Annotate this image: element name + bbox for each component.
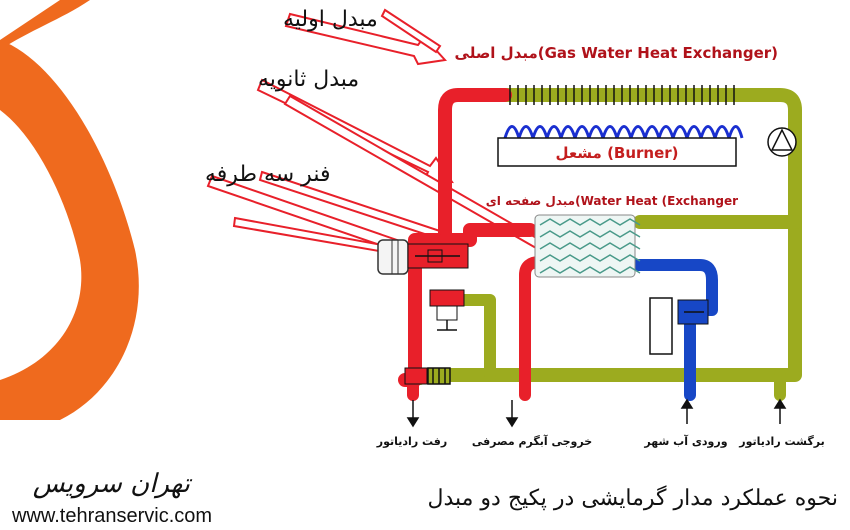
port-label-hot-water-out: خروجی آبگرم مصرفی	[472, 434, 592, 448]
flow-switch	[649, 297, 709, 355]
burner-flames	[503, 125, 744, 144]
decorative-orange-shape	[0, 0, 139, 420]
burner-label: مشعل (Burner)	[555, 144, 678, 162]
callout-arrows	[206, 8, 542, 270]
brand-name: تهران سرویس	[33, 469, 193, 499]
pump-icon	[767, 127, 797, 157]
diagram-caption: نحوه عملکرد مدار گرمایشی در پکیج دو مبدل	[427, 485, 838, 511]
callout-secondary: مبدل ثانویه	[258, 67, 359, 92]
callout-primary: مبدل اولیه	[283, 7, 378, 32]
callout-three-way: فنر سه طرفه	[205, 162, 330, 187]
cold-pipe	[626, 259, 718, 401]
pipe-network	[398, 88, 802, 401]
port-arrows	[406, 398, 787, 428]
main-exchanger-label: مبدل اصلی(Gas Water Heat Exchanger)	[455, 44, 778, 62]
plate-exchanger-label: مبدل صفحه ای(Water Heat (Exchanger	[486, 194, 738, 208]
burner-box	[497, 137, 737, 167]
connector-block	[404, 367, 428, 385]
pressure-valve	[429, 289, 465, 331]
plate-heat-exchanger	[534, 214, 641, 278]
spring-icon	[427, 367, 451, 385]
three-way-valve	[377, 239, 469, 275]
main-heat-exchanger-fins	[509, 85, 735, 105]
hot-pipe	[398, 88, 512, 387]
return-pipe	[413, 88, 802, 385]
port-label-cold-water-in: ورودی آب شهر	[643, 434, 727, 448]
port-label-radiator-supply: رفت رادیاتور	[376, 435, 447, 448]
port-label-radiator-return: برگشت رادیاتور	[738, 435, 824, 448]
website-url[interactable]: www.tehranservic.com	[11, 505, 212, 527]
